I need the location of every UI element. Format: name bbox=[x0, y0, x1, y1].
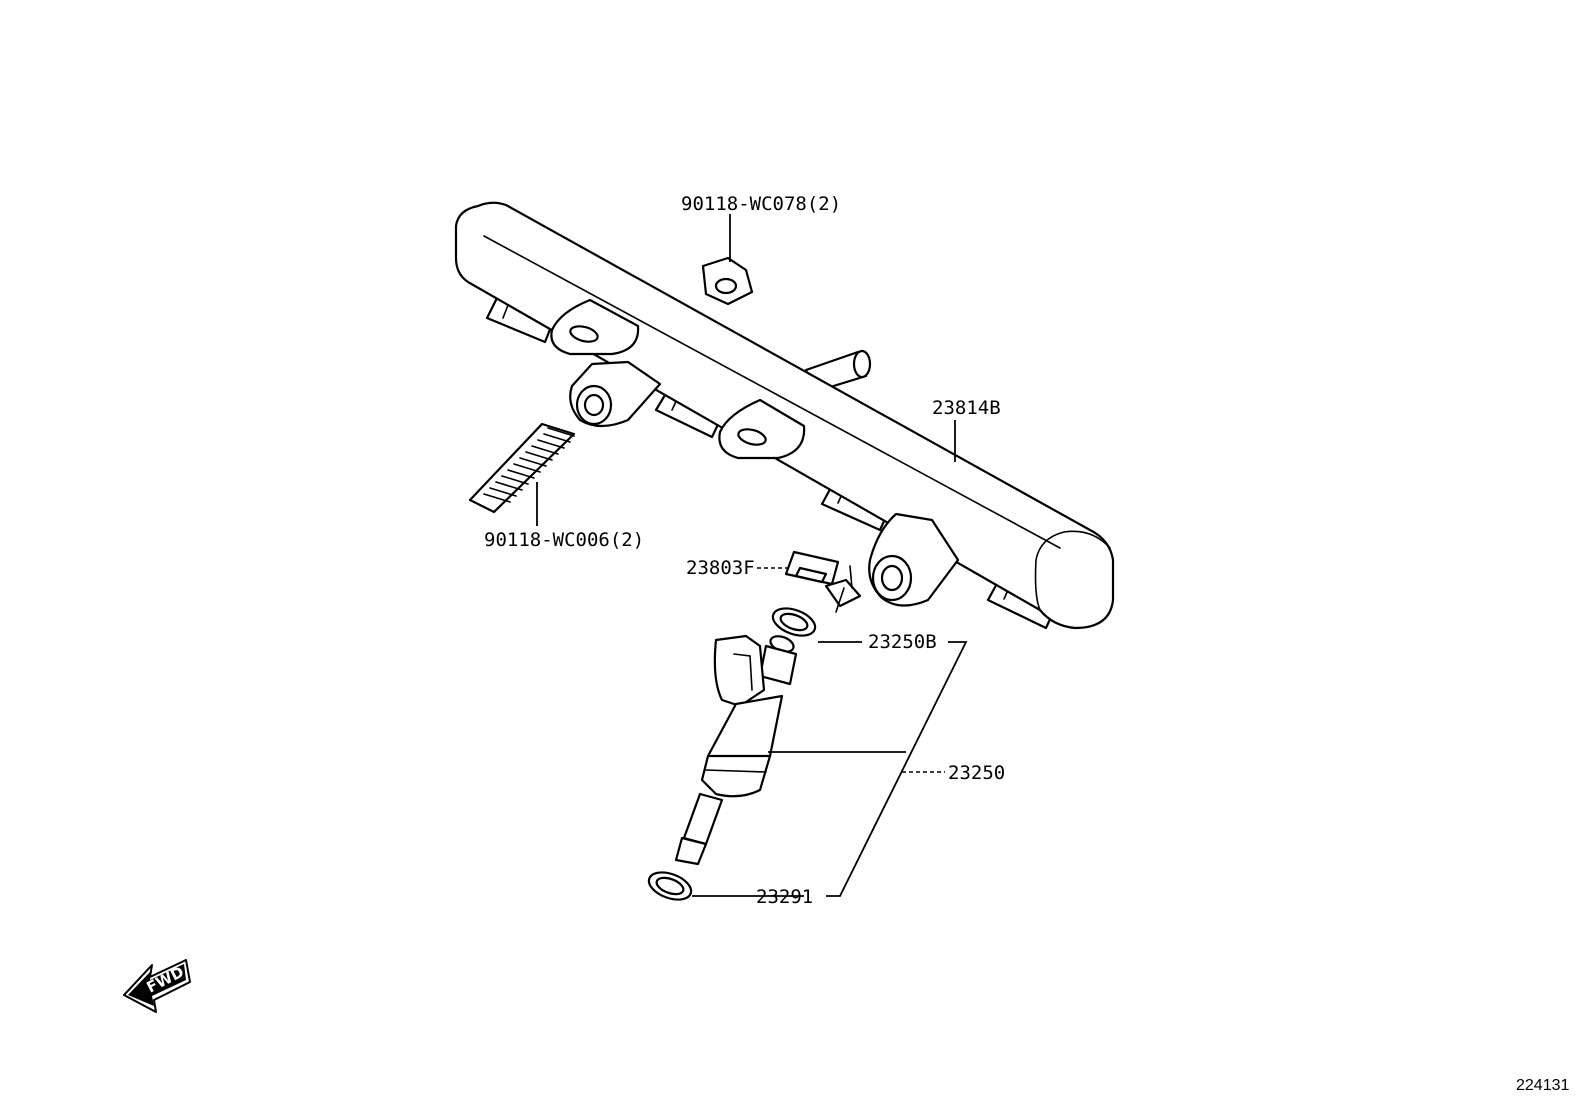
label-nut: 90118-WC078(2) bbox=[681, 193, 841, 215]
lower-o-ring bbox=[647, 871, 693, 901]
group-bracket bbox=[826, 641, 968, 897]
label-clip: 23803F bbox=[686, 557, 755, 579]
leader-lines bbox=[536, 214, 968, 897]
label-injector: 23250 bbox=[948, 762, 1005, 784]
injector-clip bbox=[784, 550, 862, 613]
rail-mount-tab-1 bbox=[550, 298, 640, 356]
upper-o-ring bbox=[771, 607, 817, 637]
forward-direction-marker: FWD bbox=[123, 959, 191, 1013]
flange-nut bbox=[701, 256, 754, 306]
fuel-injector bbox=[674, 634, 798, 866]
rail-mount-tab-2 bbox=[718, 398, 806, 460]
label-upper-o-ring: 23250B bbox=[868, 631, 937, 653]
label-stud: 90118-WC006(2) bbox=[484, 529, 644, 551]
injector-cup-1 bbox=[569, 360, 662, 428]
label-lower-o-ring: 23291 bbox=[756, 886, 813, 908]
label-fuel-rail: 23814B bbox=[932, 397, 1001, 419]
injector-cup-2 bbox=[868, 512, 960, 607]
fuel-rail bbox=[454, 201, 1115, 630]
stud-bolt bbox=[468, 422, 576, 514]
illustration-reference-number: 224131 bbox=[1516, 1077, 1569, 1094]
